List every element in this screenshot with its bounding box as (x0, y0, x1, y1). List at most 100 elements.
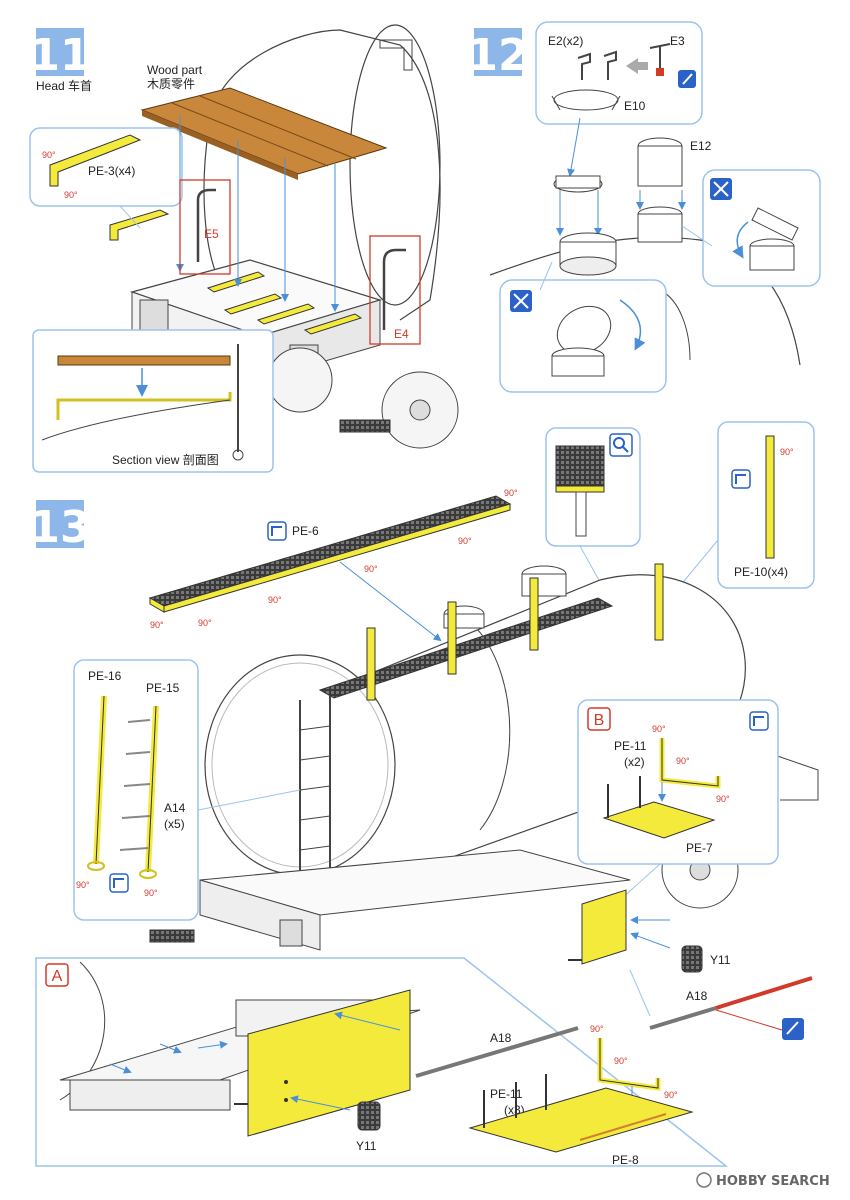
a14-rung (123, 783, 151, 787)
watermark-text: HOBBY SEARCH (716, 1174, 830, 1189)
y11-grille (681, 945, 703, 973)
pe3-part-fitted (109, 209, 170, 241)
pe11-part-outline (599, 1038, 659, 1089)
open-lid-body (749, 245, 795, 271)
bend-icon-glyph (271, 526, 282, 536)
ladder-callout (73, 659, 199, 921)
pe6-walkway (148, 495, 512, 607)
pe10-fitted (529, 577, 539, 651)
bend-base (87, 861, 105, 871)
sub-a-leaf-spring (69, 1079, 231, 1111)
section-deck (41, 399, 231, 441)
tank-end-right (759, 749, 819, 801)
pe11-b-label: PE-11 (614, 739, 647, 753)
a18-rod (649, 1006, 717, 1030)
e10-hatch (553, 89, 619, 111)
e3-part (649, 43, 671, 70)
angle-mark: 90° (268, 595, 282, 605)
angle-mark: 90° (76, 880, 90, 890)
pe15-label: PE-15 (146, 681, 180, 695)
angle-mark: 90° (676, 756, 690, 766)
angle-mark: 90° (150, 620, 164, 630)
step-11-number: 11 (29, 30, 90, 81)
ladder-rung (299, 815, 331, 821)
zoom-icon-lens (613, 437, 625, 449)
e12-body (637, 145, 683, 187)
angle-mark: 90° (504, 488, 518, 498)
a14-qty: (x5) (164, 817, 185, 831)
a14-label: A14 (164, 801, 186, 815)
bend-icon-glyph (753, 716, 764, 726)
rotate-icon-glyph (713, 181, 729, 197)
a18-rod-painted (715, 976, 813, 1010)
a18-paint-leader (715, 1009, 783, 1031)
section-rail-end (232, 449, 244, 461)
guide-arrow (197, 1040, 228, 1049)
step-13-badge (36, 500, 84, 548)
wheel-step11 (267, 347, 333, 413)
hatch-open-lid (556, 305, 612, 355)
pe8-label: PE-8 (612, 1153, 639, 1167)
head-label: Head 车首 (36, 78, 92, 93)
e3-tip (656, 68, 664, 76)
sub-a-panel-hole (284, 1080, 288, 1084)
e2-label: E2(x2) (548, 34, 583, 48)
side-panel-fitted (581, 889, 627, 965)
rotate-icon-glyph (513, 293, 529, 309)
angle-mark: 90° (590, 1024, 604, 1034)
guide-arrow (339, 561, 442, 642)
pe11-part (597, 1038, 661, 1091)
zoom-grate (555, 445, 605, 487)
tank-seam (477, 629, 511, 831)
pe3-label: PE-3(x4) (88, 164, 135, 178)
angle-mark: 90° (458, 536, 472, 546)
step-13: 13 PE-6 90° 90° 90° 90° 90° 90° 90° PE-1… (29, 421, 819, 1040)
angle-mark: 90° (780, 447, 794, 457)
pe8-plate (468, 1087, 694, 1153)
bend-icon (731, 469, 751, 489)
pe3-fitted (256, 303, 316, 325)
wood-part-label: Wood part (147, 63, 203, 77)
pe8-marking (579, 1113, 667, 1141)
y11-label: Y11 (710, 953, 731, 967)
wood-part-label-cn: 木质零件 (147, 77, 195, 91)
e12-label: E12 (690, 139, 712, 153)
a18-rod (415, 1026, 579, 1078)
bend-icon (109, 873, 129, 893)
e4-highlight (369, 235, 421, 345)
e2-part (603, 50, 617, 80)
angle-mark: 90° (652, 724, 666, 734)
a14-rung (127, 719, 151, 723)
chassis-step (149, 929, 195, 943)
pe10-fitted (654, 563, 664, 641)
sub-a-badge (45, 963, 69, 987)
pe6-label: PE-6 (292, 524, 319, 538)
pe10-label: PE-10(x4) (734, 565, 788, 579)
wheel-hub (409, 399, 431, 421)
step-11-badge (36, 28, 84, 76)
e10-hinge (551, 95, 621, 111)
angle-mark: 90° (716, 794, 730, 804)
sub-a-side-panel (247, 989, 411, 1137)
sub-a-letter: A (52, 968, 63, 985)
pe16-label: PE-16 (88, 669, 122, 683)
paint-icon-brush (786, 1021, 799, 1035)
angle-mark: 90° (42, 150, 56, 160)
ladder-rung (299, 725, 331, 731)
pe6-walkway-side (163, 503, 511, 613)
e4-handrail (382, 248, 406, 330)
angle-mark: 90° (198, 618, 212, 628)
hatch-open-body (551, 355, 605, 377)
pe3-leader (119, 205, 141, 229)
angle-mark: 90° (664, 1090, 678, 1100)
step-plate (339, 419, 391, 433)
sub-b-letter: B (594, 712, 605, 729)
pe10-fitted (447, 601, 457, 675)
walkway-on-tank (318, 597, 614, 699)
open-lid (751, 207, 799, 241)
watermark-logo-icon (696, 1172, 712, 1188)
watermark: HOBBY SEARCH (696, 1172, 830, 1189)
e12-base-body (637, 213, 683, 243)
a14-rung (121, 815, 151, 819)
